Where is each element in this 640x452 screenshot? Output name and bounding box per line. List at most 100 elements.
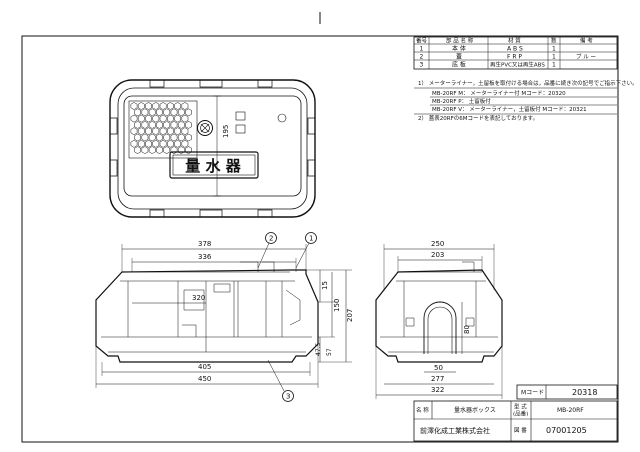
title-block: Mコード 20318 名 称 量水器ボックス 型 式 (品番) MB-20RF … [413,384,618,442]
dim-336: 336 [198,253,212,261]
hex-cell [170,133,178,142]
model-label-1: 型 式 [514,403,527,411]
hex-cell [148,146,156,154]
hex-cell [177,121,185,129]
table-cell: 底 板 [452,61,466,69]
dim-322: 322 [431,386,444,394]
table-cell: 蓋 [456,53,462,61]
table-cell: 本 体 [452,45,466,53]
front-view: 378 336 320 405 450 15 150 207 47.5 57 1 [95,232,354,402]
hex-cell [167,114,174,123]
dim-320: 320 [192,294,205,302]
hex-cell [137,114,145,123]
hex-cell [159,139,167,148]
hex-cell [134,133,141,142]
note-row-3: MB-20RF V： メーターライナー，土留板付 Mコード：20321 [432,105,587,113]
table-header-no: 番号 [416,38,428,45]
hex-cell [148,133,156,142]
hex-cell [152,102,160,110]
hex-cell [163,146,171,154]
hex-cell [130,139,138,148]
hex-cell [156,121,163,129]
table-cell: 再生PVC又は再生ABS [490,60,545,68]
dim-405: 405 [198,363,211,371]
hex-cell [134,146,141,154]
table-cell: 1 [552,54,556,61]
hex-cell [181,102,189,110]
hex-cell [134,108,141,117]
dim-203: 203 [431,251,444,259]
note-row-2: MB-20RF P： 土留板付 [432,97,491,105]
callout-2: 2 [269,235,273,243]
hex-cell [174,114,181,123]
note-2: 2） 蓋表20RFの6Mコードを表記しております。 [418,114,538,122]
hex-cell [181,139,189,148]
hex-pattern [130,102,192,154]
hex-cell [148,108,156,117]
hex-cell [141,108,149,117]
hex-cell [137,127,145,136]
dim-57: 57 [326,348,333,356]
hex-cell [134,121,141,129]
hex-cell [137,139,145,148]
hex-cell [156,146,163,154]
hex-cell [167,139,174,148]
hex-cell [152,114,160,123]
hex-cell [174,139,181,148]
note-1: 1） メーターライナー，土留板を取付ける場合は，品番に続き次の記号でご指示下さい… [418,79,638,87]
name-value: 量水器ボックス [454,406,496,414]
hex-cell [137,102,145,110]
hex-cell [185,133,192,142]
table-header-remarks: 備 考 [580,37,593,45]
dim-378: 378 [198,240,211,248]
name-label: 名 称 [416,406,429,414]
hex-cell [174,102,181,110]
dim-15: 15 [321,281,329,290]
hex-cell [170,121,178,129]
side-view: 250 203 80 50 277 322 [375,240,503,399]
dim-250: 250 [431,240,444,248]
table-cell: F R P [507,54,522,61]
hex-cell [167,102,174,110]
hex-cell [152,127,160,136]
dim-207: 207 [346,309,354,322]
table-cell: A B S [507,46,523,53]
callout-1: 1 [309,235,313,243]
hex-cell [174,127,181,136]
table-cell: 2 [420,54,424,61]
notes: 1） メーターライナー，土留板を取付ける場合は，品番に続き次の記号でご指示下さい… [414,79,638,122]
dim-150: 150 [333,299,341,312]
table-header-name: 部 品 名 称 [446,37,474,45]
hex-cell [148,121,156,129]
hex-cell [156,133,163,142]
hex-cell [185,121,192,129]
parts-table: 番号 部 品 名 称 材 質 数 備 考 1 本 体 A B S 1 2 蓋 F… [413,37,618,70]
dim-277: 277 [431,375,444,383]
lid-top-view: 量 水 器 195 [109,79,316,218]
hex-cell [141,121,149,129]
hex-cell [167,127,174,136]
dim-50: 50 [434,364,443,372]
company-name: 前澤化成工業株式会社 [420,426,490,435]
table-cell: 1 [552,46,556,53]
callout-3: 3 [286,393,290,401]
hex-cell [159,102,167,110]
dim-80: 80 [463,325,471,334]
drawing-number: 07001205 [546,426,587,435]
hex-cell [130,127,138,136]
table-header-material: 材 質 [508,37,521,45]
drawing-frame [21,35,619,443]
hex-cell [159,127,167,136]
table-cell: ブ ル ー [576,53,596,61]
hex-cell [159,114,167,123]
hex-cell [181,114,189,123]
table-cell: 3 [420,62,424,69]
hex-cell [163,133,171,142]
dim-195: 195 [222,125,230,138]
hex-cell [163,121,171,129]
table-header-qty: 数 [551,37,557,45]
lid-text: 量 水 器 [185,157,241,175]
mcode-label: Mコード [521,390,544,397]
hex-cell [130,114,138,123]
